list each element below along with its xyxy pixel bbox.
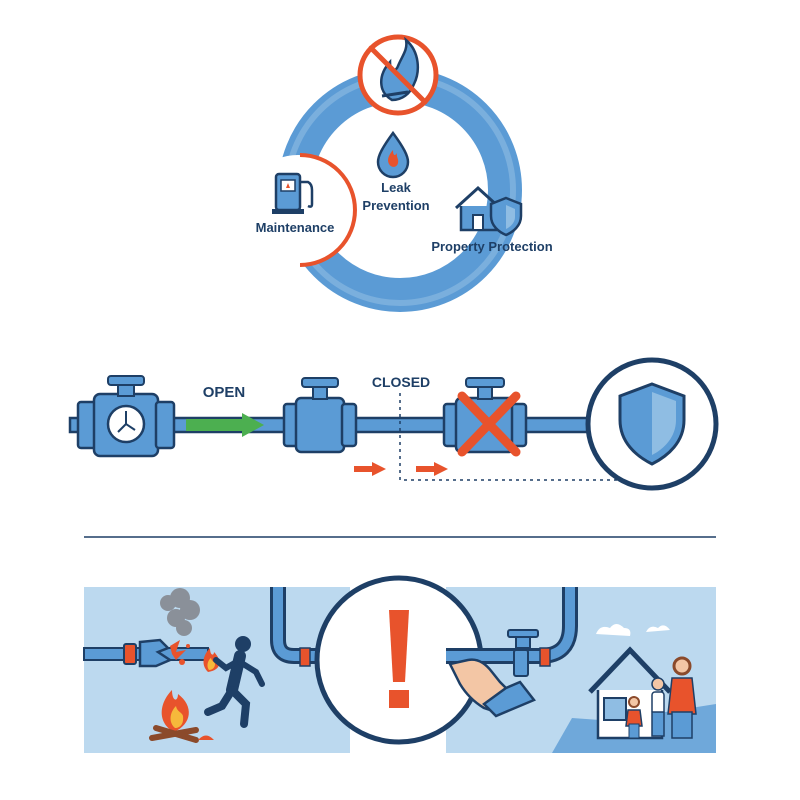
gauge-valve-icon: [76, 375, 176, 458]
property-protection-label: Property Protection: [431, 239, 552, 254]
house-shield-icon: [454, 185, 523, 237]
running-person-icon: [204, 636, 265, 728]
fire-icon: [203, 648, 220, 672]
fire-icon: [149, 690, 214, 743]
scenario-strip: [83, 575, 716, 753]
shield-icon: [585, 357, 719, 491]
smoke-icon: [160, 588, 200, 636]
center-label-line1: Leak: [381, 180, 411, 195]
family-house-icon: [552, 624, 716, 753]
open-flow-arrow: [186, 419, 244, 431]
no-fire-icon: [357, 34, 439, 116]
maintenance-arc: [299, 153, 357, 267]
flame-droplet-icon: [376, 130, 410, 179]
warning-exclamation-icon: [314, 575, 484, 753]
valve-icon: [282, 377, 358, 454]
center-label-line2: Prevention: [362, 198, 429, 213]
hand-valve-icon: [448, 629, 539, 718]
gas-pump-icon: [272, 172, 314, 214]
crossed-valve-icon: [442, 377, 528, 457]
open-label: OPEN: [203, 384, 246, 401]
closed-label: CLOSED: [372, 374, 430, 390]
maintenance-label: Maintenance: [256, 220, 335, 235]
broken-pipe-icon: [123, 638, 190, 668]
valve-flow-diagram: OPEN CLOSED: [68, 357, 719, 491]
cycle-diagram: Leak Prevention Maintenance Property Pro…: [243, 34, 553, 312]
red-arrow-icon: [354, 462, 386, 476]
red-arrow-icon: [416, 462, 448, 476]
